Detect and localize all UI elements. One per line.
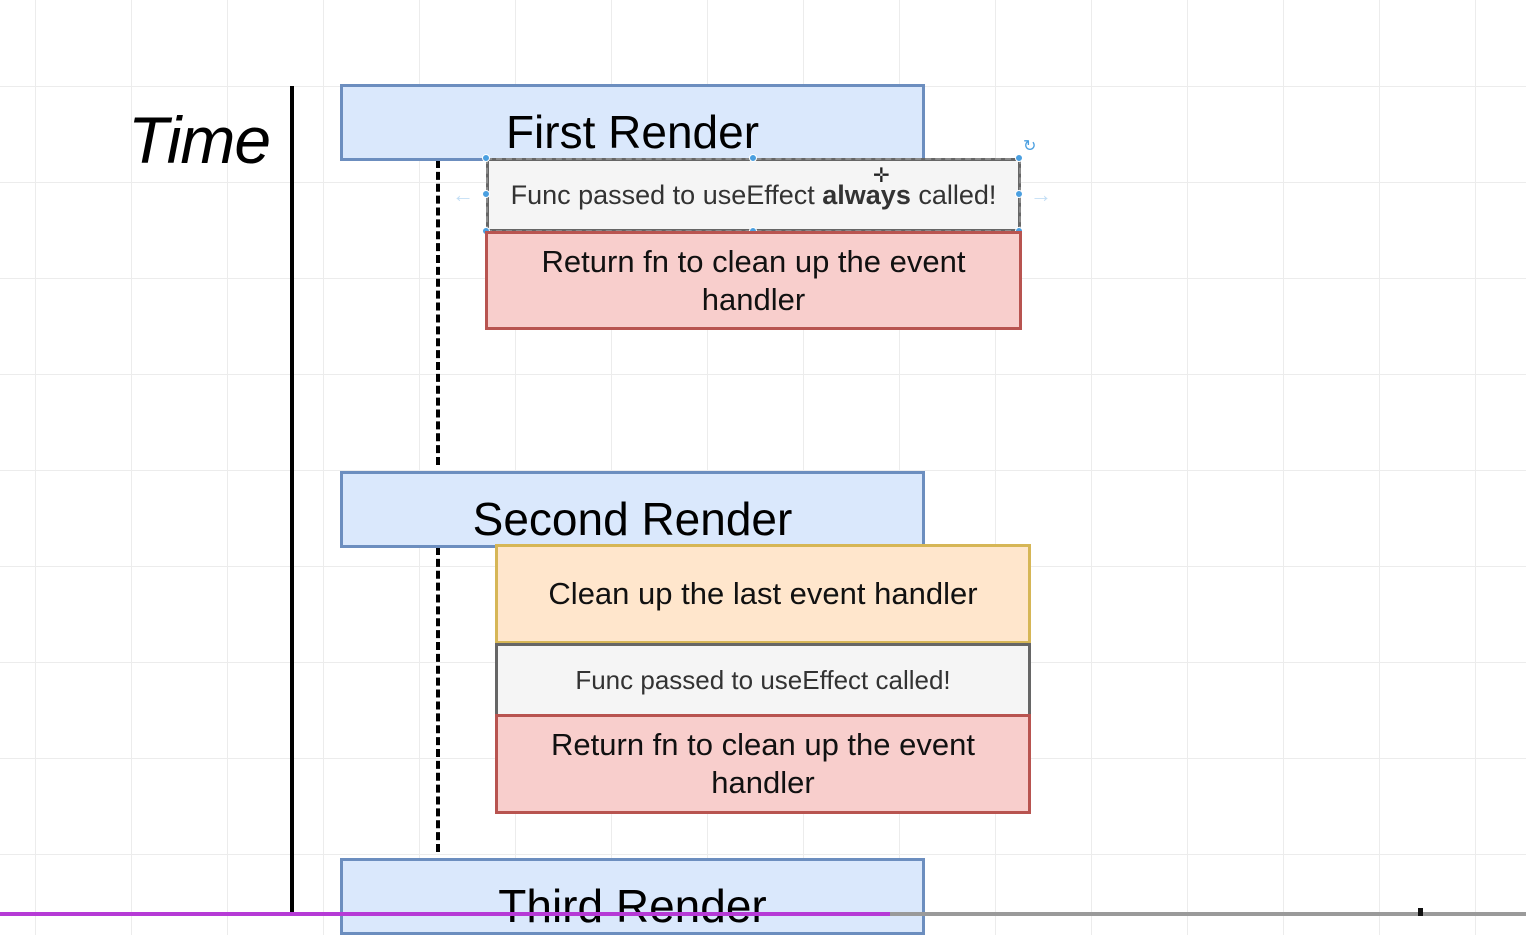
second-render-lifeline xyxy=(436,547,440,852)
rotate-icon[interactable]: ↻ xyxy=(1023,138,1037,155)
resize-handle-right[interactable] xyxy=(1015,190,1023,198)
first-render-func-box[interactable]: Func passed to useEffect always called! xyxy=(486,158,1021,232)
first-render-return-box[interactable]: Return fn to clean up the event handler xyxy=(485,231,1022,330)
arrow-left-icon[interactable]: ← xyxy=(452,182,474,207)
first-render-func-text: Func passed to useEffect always called! xyxy=(510,179,997,210)
resize-handle-top[interactable] xyxy=(749,154,757,162)
second-render-cleanup-box[interactable]: Clean up the last event handler xyxy=(495,544,1031,644)
first-render-box[interactable]: First Render xyxy=(340,84,925,161)
resize-handle-top-left[interactable] xyxy=(482,154,490,162)
second-render-return-box[interactable]: Return fn to clean up the event handler xyxy=(495,714,1031,814)
move-cursor-icon: ✛ xyxy=(873,165,890,187)
time-axis-line xyxy=(290,86,294,916)
second-render-box[interactable]: Second Render xyxy=(340,471,925,548)
first-render-lifeline xyxy=(436,160,440,465)
time-axis-label: Time xyxy=(128,103,271,177)
third-render-box[interactable]: Third Render xyxy=(340,858,925,935)
resize-handle-top-right[interactable] xyxy=(1015,154,1023,162)
bottom-bar xyxy=(0,912,1526,916)
bottom-bar-remaining xyxy=(890,912,1526,916)
bottom-bar-marker xyxy=(1418,908,1423,916)
resize-handle-left[interactable] xyxy=(482,190,490,198)
second-render-func-box[interactable]: Func passed to useEffect called! xyxy=(495,643,1031,717)
arrow-right-icon[interactable]: → xyxy=(1030,182,1052,207)
